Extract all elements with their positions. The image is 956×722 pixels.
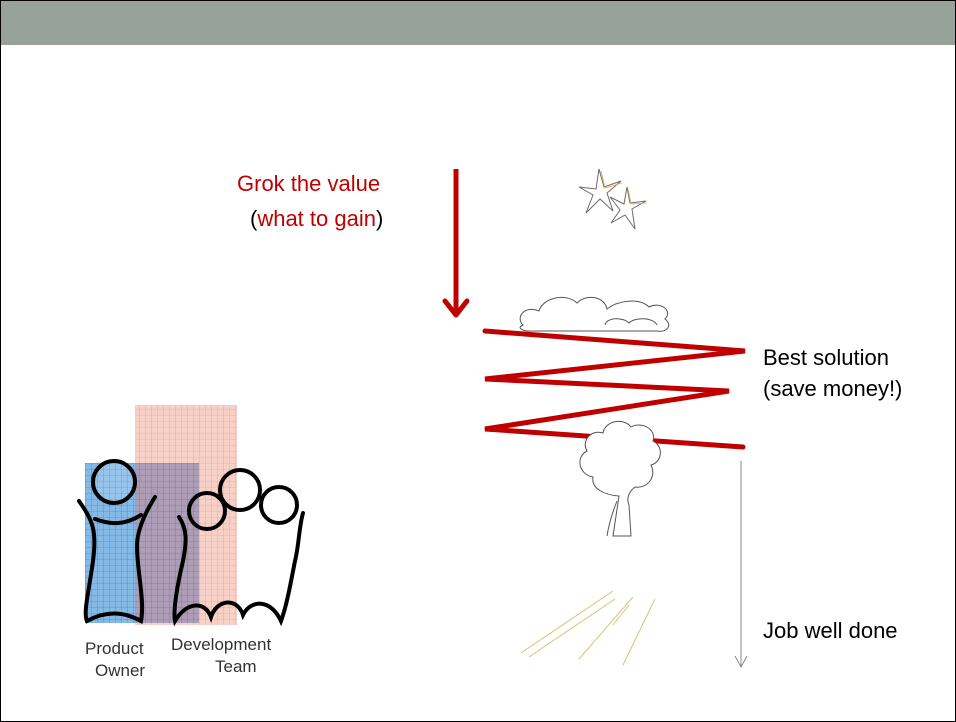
- role-background-blocks: [85, 405, 237, 625]
- development-team-figure-icon: [172, 468, 305, 627]
- paren-open: (: [250, 206, 258, 231]
- product-owner-label-line1: Product: [85, 639, 144, 658]
- cloud-icon: [519, 296, 670, 332]
- what-to-gain-text: what to gain: [257, 206, 376, 231]
- header-bar: [1, 1, 955, 45]
- tree-icon: [579, 420, 661, 537]
- best-solution-line2: (save money!): [763, 376, 903, 401]
- sun-rays-icon: [520, 590, 656, 666]
- product-owner-figure-icon: [77, 459, 157, 625]
- dev-team-label-line2: Team: [215, 657, 257, 676]
- paren-close: ): [375, 206, 384, 231]
- stars-icon: [578, 168, 648, 230]
- value-heading-line2: (what to gain): [250, 206, 383, 232]
- dev-team-label-line1: Development: [171, 635, 272, 654]
- value-heading-line1: Grok the value: [237, 171, 381, 196]
- zigzag-path: [482, 328, 746, 450]
- product-owner-label-line2: Owner: [95, 661, 146, 680]
- value-arrow-icon: [442, 169, 470, 318]
- best-solution-line1: Best solution: [763, 345, 889, 370]
- thin-arrow-icon: [734, 461, 748, 669]
- job-well-done-label: Job well done: [763, 618, 898, 643]
